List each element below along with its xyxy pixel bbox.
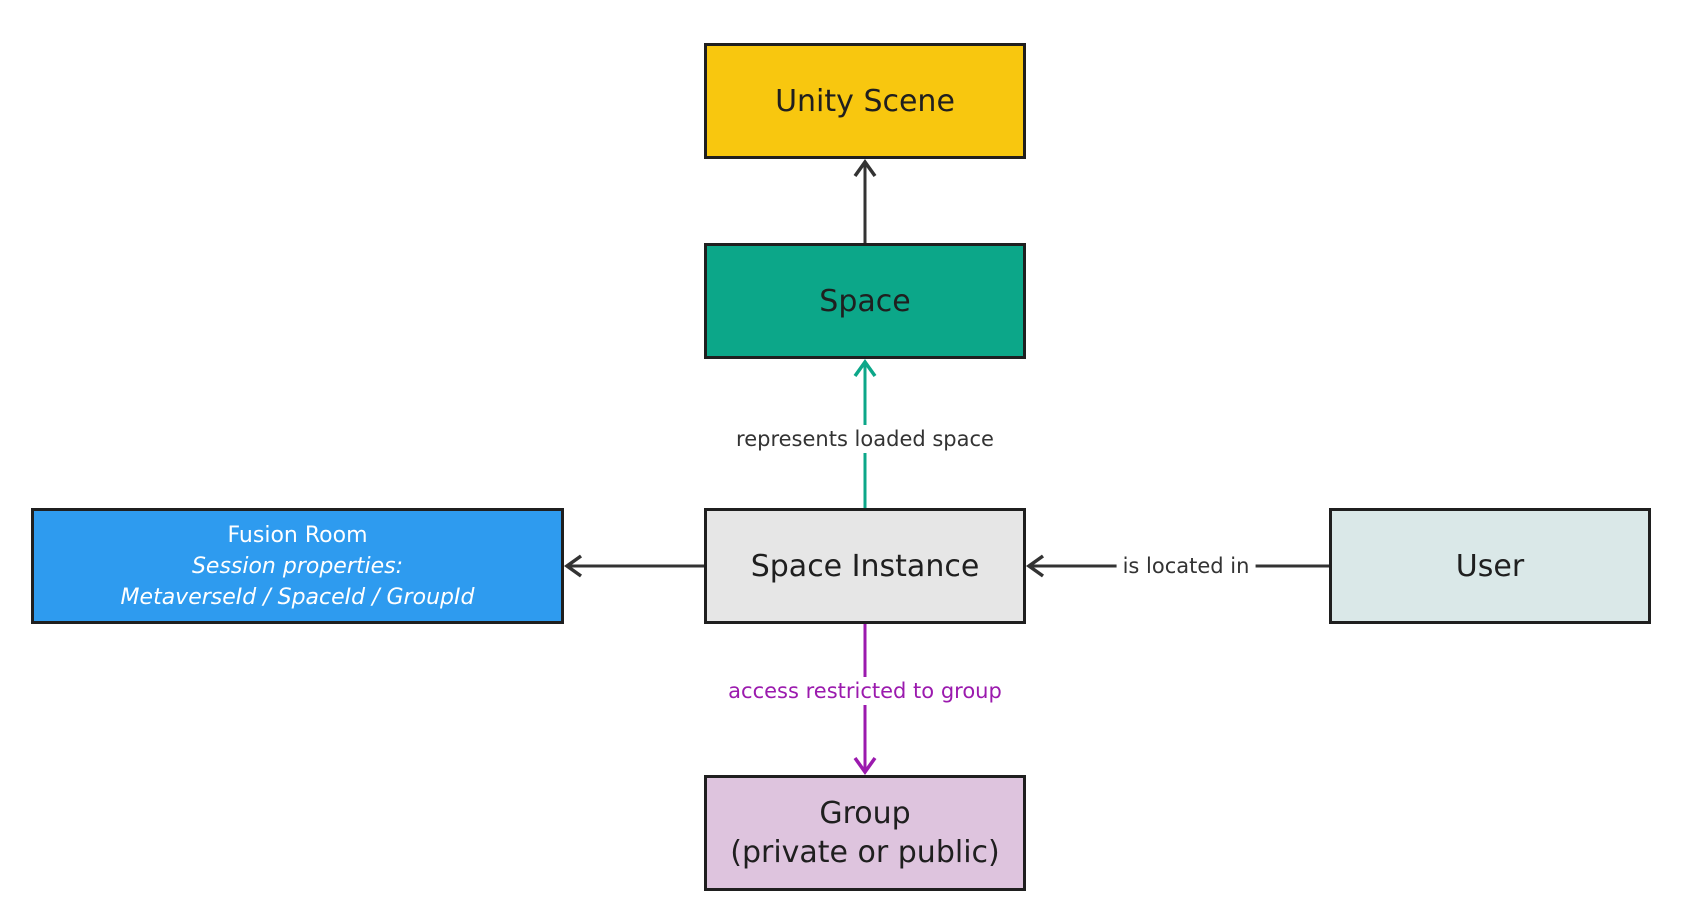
node-unity-scene[interactable]: Unity Scene (704, 43, 1026, 159)
node-user[interactable]: User (1329, 508, 1651, 624)
edge-label-located-in: is located in (1116, 552, 1256, 580)
node-fusion-room[interactable]: Fusion Room Session properties: Metavers… (31, 508, 564, 624)
arrowhead-group (853, 756, 877, 776)
node-fusion-room-title: Fusion Room (227, 522, 368, 548)
node-unity-scene-label: Unity Scene (775, 83, 955, 119)
arrowhead-fusion (563, 554, 583, 578)
node-space-instance[interactable]: Space Instance (704, 508, 1026, 624)
node-group[interactable]: Group (private or public) (704, 775, 1026, 891)
arrowhead-unity (853, 158, 877, 178)
node-fusion-room-subtitle: Session properties: (191, 553, 404, 579)
node-space-label: Space (819, 283, 911, 319)
node-group-label-line1: Group (819, 796, 911, 831)
node-fusion-room-properties: MetaverseId / SpaceId / GroupId (120, 584, 475, 610)
node-group-label-line2: (private or public) (730, 835, 1000, 870)
arrowhead-space (853, 358, 877, 378)
node-user-label: User (1455, 548, 1525, 584)
node-space[interactable]: Space (704, 243, 1026, 359)
arrowhead-instance (1025, 554, 1045, 578)
edge-label-access-restricted: access restricted to group (722, 677, 1008, 705)
edge-label-represents: represents loaded space (730, 425, 1000, 453)
node-space-instance-label: Space Instance (750, 548, 980, 584)
